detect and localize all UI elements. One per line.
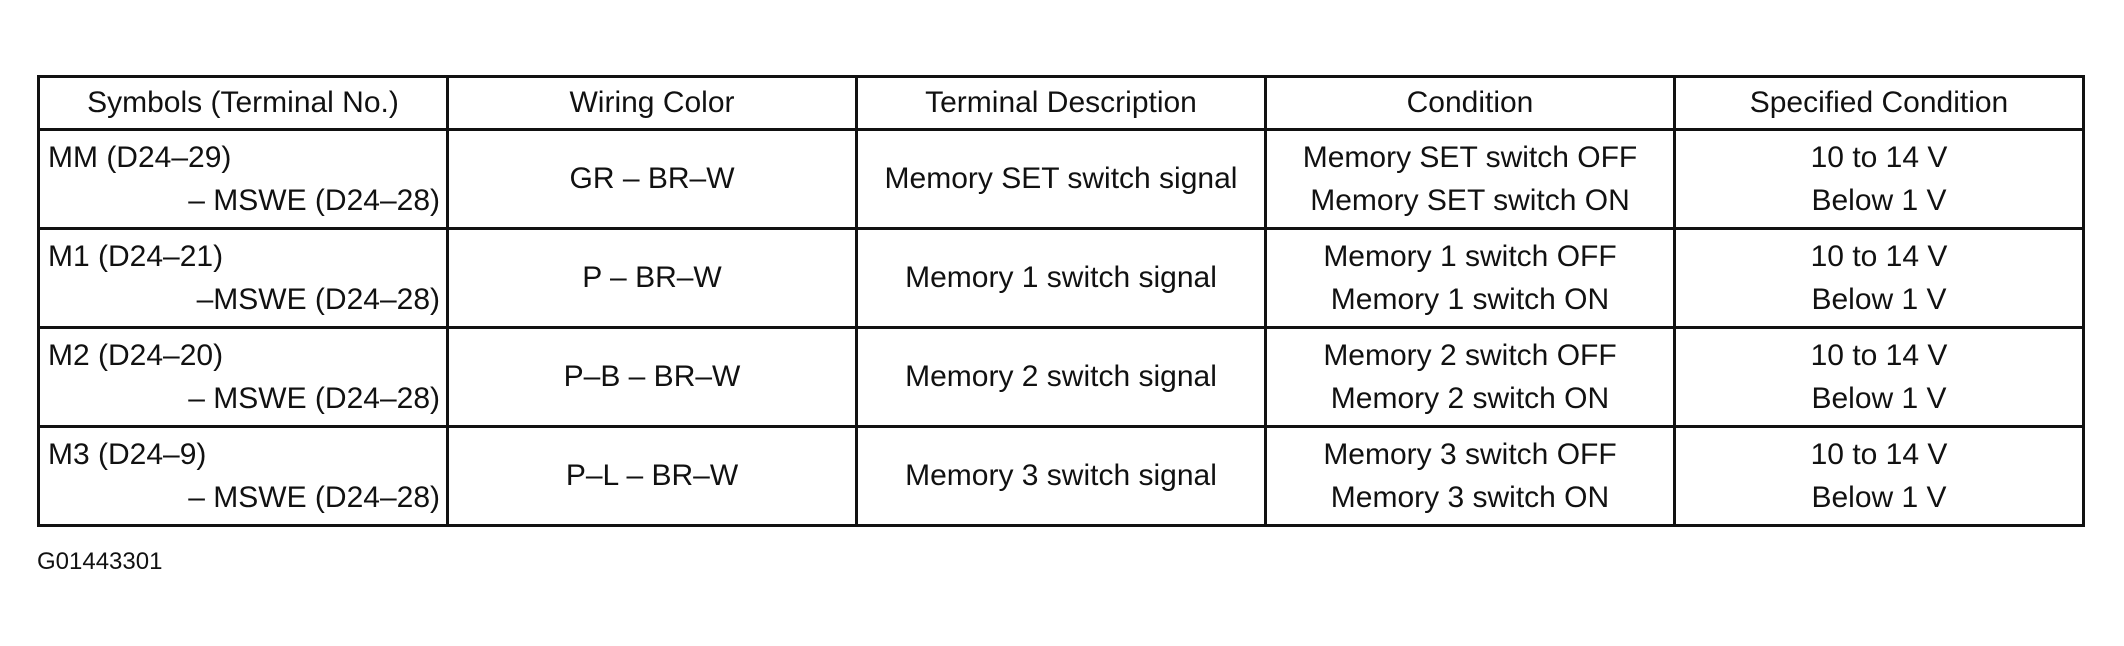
specified-on: Below 1 V [1811,481,1947,514]
condition-off: Memory SET switch OFF [1302,140,1638,174]
symbol-ground-terminal: – MSWE (D24–28) [188,382,440,415]
condition-off: Memory 2 switch OFF [1323,338,1617,372]
terminal-description-cell: Memory SET switch signal [855,128,1267,230]
table-row: MM (D24–29) – MSWE (D24–28) GR – BR–W Me… [37,128,2085,230]
specified-off: 10 to 14 V [1810,437,1948,471]
header-wiring-color: Wiring Color [446,75,858,131]
specified-on: Below 1 V [1811,184,1947,217]
condition-on: Memory 1 switch ON [1330,283,1610,316]
specified-on: Below 1 V [1811,283,1947,316]
symbol-terminal: M3 (D24–9) [48,437,207,471]
table-row: M3 (D24–9) – MSWE (D24–28) P–L – BR–W Me… [37,425,2085,527]
wiring-color-cell: P–L – BR–W [446,425,858,527]
condition-off: Memory 3 switch OFF [1323,437,1617,471]
table-header-row: Symbols (Terminal No.) Wiring Color Term… [37,75,2085,131]
table-row: M1 (D24–21) –MSWE (D24–28) P – BR–W Memo… [37,227,2085,329]
table-row: M2 (D24–20) – MSWE (D24–28) P–B – BR–W M… [37,326,2085,428]
specified-off: 10 to 14 V [1810,140,1948,174]
header-terminal-description: Terminal Description [855,75,1267,131]
specified-on: Below 1 V [1811,382,1947,415]
header-condition: Condition [1264,75,1676,131]
symbol-cell: MM (D24–29) – MSWE (D24–28) [37,128,449,230]
condition-on: Memory 3 switch ON [1330,481,1610,514]
symbol-ground-terminal: – MSWE (D24–28) [188,184,440,217]
specified-off: 10 to 14 V [1810,239,1948,273]
condition-cell: Memory 3 switch OFF Memory 3 switch ON [1264,425,1676,527]
specified-off: 10 to 14 V [1810,338,1948,372]
wiring-color-cell: P – BR–W [446,227,858,329]
condition-on: Memory SET switch ON [1310,184,1630,217]
condition-cell: Memory SET switch OFF Memory SET switch … [1264,128,1676,230]
symbol-cell: M2 (D24–20) – MSWE (D24–28) [37,326,449,428]
specified-condition-cell: 10 to 14 V Below 1 V [1673,128,2085,230]
figure-id-label: G01443301 [37,548,163,575]
terminal-description-cell: Memory 1 switch signal [855,227,1267,329]
symbol-ground-terminal: –MSWE (D24–28) [196,283,440,316]
condition-cell: Memory 2 switch OFF Memory 2 switch ON [1264,326,1676,428]
terminal-description-cell: Memory 2 switch signal [855,326,1267,428]
condition-off: Memory 1 switch OFF [1323,239,1617,273]
symbol-terminal: M2 (D24–20) [48,338,224,372]
terminal-description-cell: Memory 3 switch signal [855,425,1267,527]
wiring-color-cell: P–B – BR–W [446,326,858,428]
specified-condition-cell: 10 to 14 V Below 1 V [1673,227,2085,329]
condition-on: Memory 2 switch ON [1330,382,1610,415]
symbol-cell: M3 (D24–9) – MSWE (D24–28) [37,425,449,527]
header-specified-condition: Specified Condition [1673,75,2085,131]
symbol-terminal: M1 (D24–21) [48,239,224,273]
symbol-ground-terminal: – MSWE (D24–28) [188,481,440,514]
specified-condition-cell: 10 to 14 V Below 1 V [1673,425,2085,527]
condition-cell: Memory 1 switch OFF Memory 1 switch ON [1264,227,1676,329]
wiring-color-cell: GR – BR–W [446,128,858,230]
symbol-terminal: MM (D24–29) [48,140,232,174]
terminal-spec-table: Symbols (Terminal No.) Wiring Color Term… [37,75,2085,527]
header-symbols: Symbols (Terminal No.) [37,75,449,131]
specified-condition-cell: 10 to 14 V Below 1 V [1673,326,2085,428]
symbol-cell: M1 (D24–21) –MSWE (D24–28) [37,227,449,329]
